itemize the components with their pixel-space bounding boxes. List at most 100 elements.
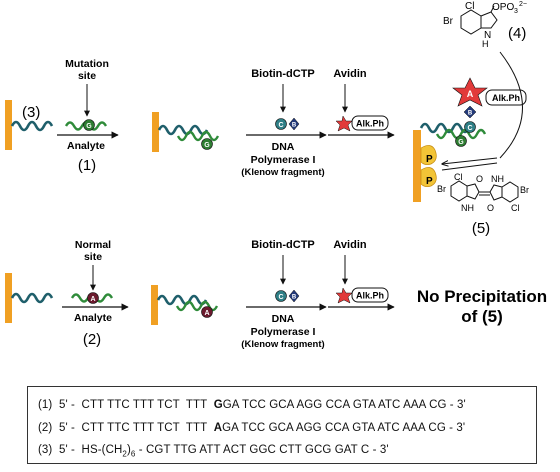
sequence-line-3: (3) 5' - HS-(CH2)6 - CGT TTG ATT ACT GGC…	[38, 444, 389, 458]
avidin-label-bottom: Avidin	[333, 239, 366, 251]
normal-site-label: Normal	[75, 239, 111, 251]
klenow-label-top: (Klenow fragment)	[241, 167, 324, 178]
biotin-dctp-label-top: Biotin-dCTP	[251, 68, 315, 80]
hybrid-base-A-label: A	[204, 310, 209, 317]
sequence-3-suffix: )	[126, 444, 131, 456]
hybrid-strand-dark-bottom	[156, 294, 208, 306]
label-compound-3: (3)	[22, 104, 40, 121]
sequence-1-base: G	[213, 399, 223, 411]
final-avidin-star	[452, 77, 488, 107]
sequence-line-2: (2) 5' - CTT TTC TTT TCT TTT AGA TCC GCA…	[38, 422, 465, 434]
dctp-C-top	[275, 118, 287, 130]
biotin-dctp-label-bottom: Biotin-dCTP	[251, 239, 315, 251]
product-arrow-1	[442, 157, 498, 164]
strand-3-top	[10, 120, 54, 132]
label-compound-5: (5)	[472, 220, 490, 237]
analyte-label-top: Analyte	[67, 140, 105, 152]
sequence-2-suffix: GA TCC GCA AGG CCA GTA ATC AAA CG - 3'	[222, 422, 466, 434]
hybrid-base-G-label: G	[204, 142, 210, 149]
label-compound-4: (4)	[508, 25, 526, 42]
normal-base-A-label: A	[90, 296, 95, 303]
hybrid-base-A	[201, 306, 213, 318]
biotin-B-top	[288, 117, 300, 131]
final-biotin-B-label: B	[468, 111, 473, 117]
polymerase-label-bottom: Polymerase I	[251, 326, 316, 338]
sequence-3-sub: 2	[122, 449, 127, 459]
normal-site-label-2: site	[84, 251, 102, 263]
sequence-3-sub2: 6	[130, 449, 136, 459]
product-br-label-1: Br	[437, 184, 446, 194]
product-arrow-2	[441, 162, 498, 171]
dctp-C-bottom-label: C	[278, 294, 283, 301]
substrate-opo3-label: OPO	[492, 2, 514, 13]
electrode-top-right	[413, 130, 421, 202]
sequence-1-prefix: 5' - CTT TTC TTT TCT TTT	[58, 399, 214, 411]
substrate-br-label: Br	[443, 16, 454, 27]
no-precipitation-label: No Precipitation	[417, 287, 547, 306]
sequence-2-prefix: 5' - CTT TTC TTT TCT TTT	[58, 422, 214, 434]
final-base-G-label: G	[458, 139, 464, 146]
sequence-3-num: (3)	[38, 444, 53, 456]
alk-ph-box-bottom	[351, 287, 389, 303]
sequence-3-rest: - CGT TTG ATT ACT GGC CTT GCG GAT C - 3'	[135, 444, 389, 456]
hybrid-strand-green-top	[176, 130, 220, 142]
sequence-2-base: A	[213, 422, 223, 434]
substrate-to-enzyme-arrow	[499, 51, 523, 159]
dna-label-top: DNA	[272, 141, 295, 153]
polymerase-label-top: Polymerase I	[251, 154, 316, 166]
avidin-star-bottom	[335, 287, 353, 304]
sequence-box: (1) 5' - CTT TTC TTT TCT TTT GGA TCC GCA…	[27, 386, 537, 464]
electrode-bottom-mid	[151, 285, 158, 325]
sequence-3-prefix: 5' - HS-(CH	[58, 444, 123, 456]
biotin-B-top-label: B	[292, 123, 297, 129]
dctp-C-top-label: C	[278, 122, 283, 129]
final-strand-dark	[419, 122, 471, 134]
electrode-top-mid	[152, 112, 159, 152]
product-nh-label-1: NH	[491, 174, 504, 184]
product-o-label-1: O	[476, 174, 483, 184]
dna-label-bottom: DNA	[272, 313, 295, 325]
final-biotin-B	[463, 105, 477, 119]
dctp-C-bottom	[275, 290, 287, 302]
final-base-G	[455, 135, 467, 147]
precipitate-blob-1	[420, 145, 437, 166]
sequence-line-1: (1) 5' - CTT TTC TTT TCT TTT GGA TCC GCA…	[38, 399, 466, 411]
substrate-h-label: H	[482, 39, 489, 49]
avidin-star-top	[335, 115, 353, 132]
mutation-site-label-2: site	[78, 70, 96, 82]
diagram-canvas: (3) Mutation site G Analyte (1) G Biotin…	[5, 1, 547, 350]
substrate-charge-sup: 2−	[519, 1, 527, 8]
sequence-2-num: (2)	[38, 422, 53, 434]
product-5-structure	[450, 180, 519, 203]
label-compound-2: (2)	[83, 331, 101, 348]
substrate-3-sub: 3	[514, 8, 518, 15]
analyte-label-bottom: Analyte	[74, 312, 112, 324]
product-cl-label-1: Cl	[454, 172, 463, 182]
no-precipitation-label-2: of (5)	[461, 307, 503, 326]
label-compound-1: (1)	[78, 157, 96, 174]
sequence-1-num: (1)	[38, 399, 53, 411]
hybrid-base-G	[201, 138, 213, 150]
mutation-base-G-label: G	[86, 123, 92, 130]
product-br-label-2: Br	[520, 185, 529, 195]
alk-ph-label-top: Alk.Ph	[356, 119, 384, 129]
substrate-n-label: N	[484, 30, 491, 41]
alk-ph-box-top	[351, 115, 389, 131]
biotin-B-bottom-label: B	[292, 295, 297, 301]
klenow-label-bottom: (Klenow fragment)	[241, 339, 324, 350]
final-dctp-C	[464, 121, 476, 133]
final-avidin-A-label: A	[467, 89, 474, 99]
final-dctp-C-label: C	[467, 125, 472, 132]
biotin-B-bottom	[288, 289, 300, 303]
substrate-cl-label: Cl	[465, 1, 474, 12]
product-o-label-2: O	[487, 203, 494, 213]
final-alk-ph-label: Alk.Ph	[492, 93, 520, 103]
substrate-4-structure	[460, 5, 498, 35]
mutation-site-label: Mutation	[65, 58, 109, 70]
hybrid-strand-dark-top	[157, 124, 209, 136]
avidin-label-top: Avidin	[333, 68, 366, 80]
sequence-1-suffix: GA TCC GCA AGG CCA GTA ATC AAA CG - 3'	[222, 399, 466, 411]
mutation-base-G	[83, 119, 95, 131]
electrode-bottom-left	[5, 273, 12, 323]
strand-3-bottom	[10, 292, 54, 304]
